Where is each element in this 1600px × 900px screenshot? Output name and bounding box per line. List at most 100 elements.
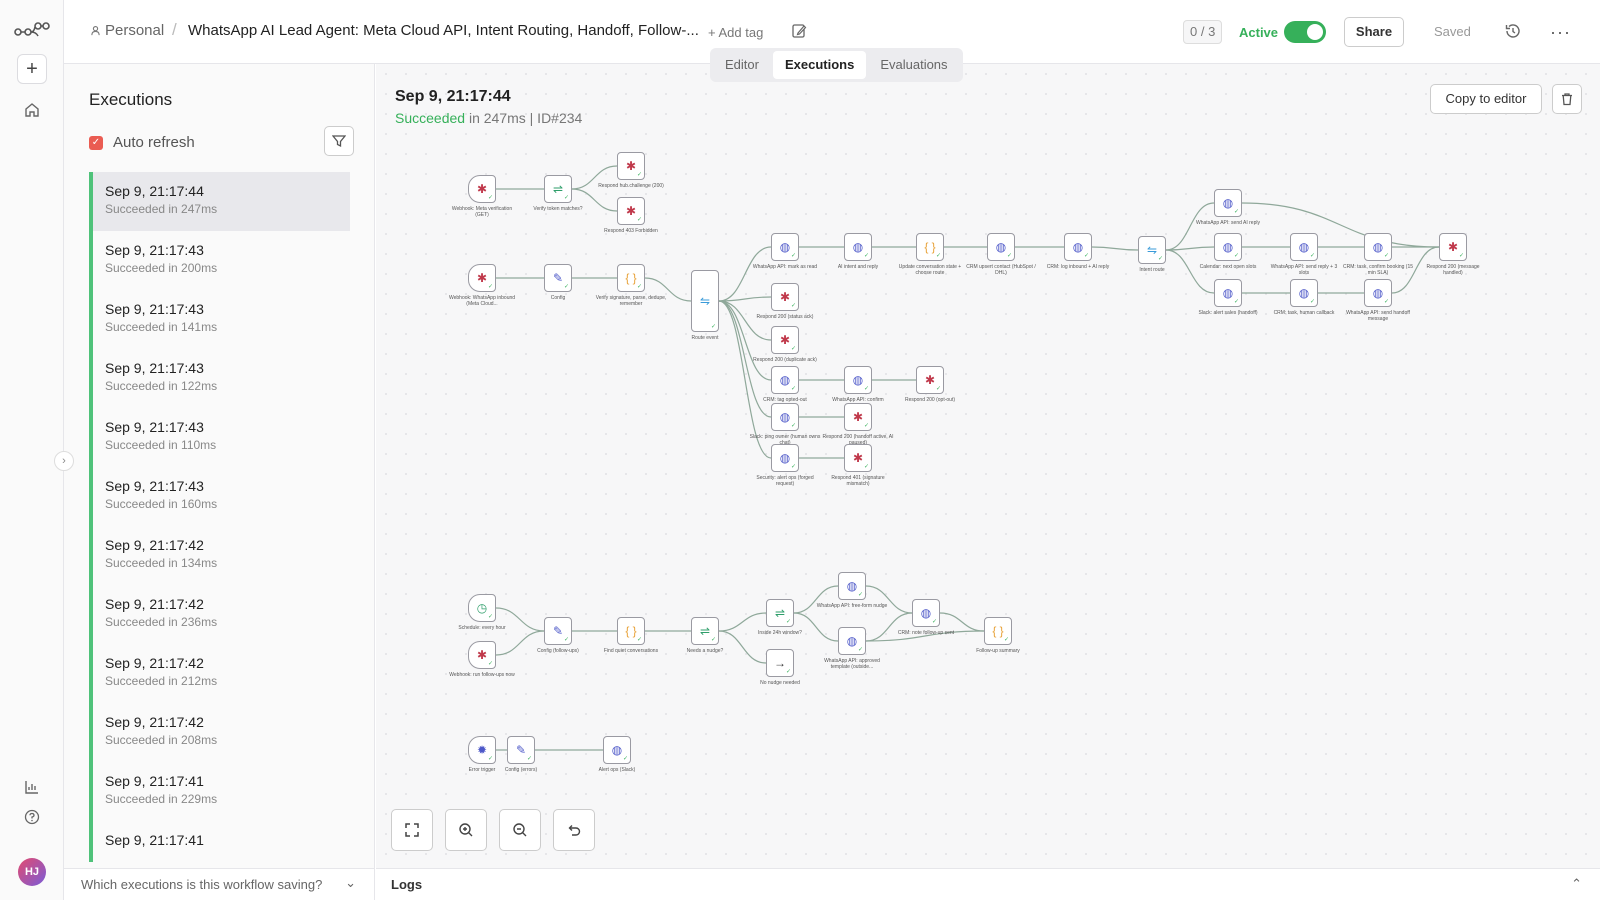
globe-icon: ◍ xyxy=(779,410,791,424)
collapse-panel-button[interactable]: › xyxy=(54,451,74,471)
workflow-node[interactable]: ✱✓ xyxy=(771,283,799,311)
filter-button[interactable] xyxy=(324,126,354,156)
workflow-node[interactable]: ◍✓ xyxy=(1364,233,1392,261)
saving-settings-question[interactable]: Which executions is this workflow saving… xyxy=(64,868,375,900)
workflow-node[interactable]: ✹✓ xyxy=(468,736,496,764)
more-options-icon[interactable]: ··· xyxy=(1550,22,1571,42)
home-icon[interactable] xyxy=(20,98,44,122)
success-check-icon: ✓ xyxy=(1006,253,1012,259)
workflow-node[interactable]: ⇌✓ xyxy=(691,617,719,645)
workflow-node[interactable]: ⇋✓ xyxy=(691,270,719,332)
workflow-node[interactable]: ✱✓ xyxy=(844,444,872,472)
success-check-icon: ✓ xyxy=(935,386,941,392)
workflow-node[interactable]: ◍✓ xyxy=(1214,279,1242,307)
workflow-connection xyxy=(718,300,772,341)
zoom-in-button[interactable] xyxy=(445,809,487,851)
workflow-node[interactable]: →✓ xyxy=(766,649,794,677)
workflow-node-label: WhatsApp API: send handoff message xyxy=(1346,310,1410,322)
workflow-node-label: Security: alert ops (forged request) xyxy=(756,475,814,487)
workflow-node[interactable]: ◍✓ xyxy=(987,233,1015,261)
workflow-node-label: Needs a nudge? xyxy=(686,648,724,654)
workflow-node[interactable]: ◍✓ xyxy=(1214,233,1242,261)
workflow-node[interactable]: ✱✓ xyxy=(771,326,799,354)
edit-description-icon[interactable] xyxy=(790,22,808,40)
execution-list-item[interactable]: Sep 9, 21:17:41 xyxy=(89,821,350,862)
workflow-node-label: Respond 401 (signature mismatch) xyxy=(831,475,885,487)
workflow-node[interactable]: ✱✓ xyxy=(617,197,645,225)
workflow-node[interactable]: { }✓ xyxy=(916,233,944,261)
workflow-node[interactable]: ◍✓ xyxy=(838,572,866,600)
workflow-node[interactable]: ⇌✓ xyxy=(766,599,794,627)
workflow-node[interactable]: ◷✓ xyxy=(468,594,496,622)
tab-evaluations[interactable]: Evaluations xyxy=(880,57,948,72)
workflow-node[interactable]: ◍✓ xyxy=(1364,279,1392,307)
workflow-node[interactable]: { }✓ xyxy=(984,617,1012,645)
reset-zoom-button[interactable] xyxy=(553,809,595,851)
workflow-node[interactable]: ✎✓ xyxy=(544,617,572,645)
auto-refresh-toggle[interactable]: ✓ Auto refresh xyxy=(89,134,195,151)
insights-icon[interactable] xyxy=(20,775,44,799)
workflow-node[interactable]: ◍✓ xyxy=(1064,233,1092,261)
workflow-canvas[interactable]: ✱✓Webhook: Meta verification (GET)⇌✓Veri… xyxy=(376,64,1600,868)
success-check-icon: ✓ xyxy=(1003,637,1009,643)
copy-to-editor-button[interactable]: Copy to editor xyxy=(1430,84,1542,114)
workflow-node[interactable]: ✱✓ xyxy=(468,175,496,203)
workflow-node[interactable]: ✱✓ xyxy=(468,641,496,669)
tab-editor[interactable]: Editor xyxy=(725,57,759,72)
share-button[interactable]: Share xyxy=(1344,17,1404,47)
workflow-node[interactable]: ◍✓ xyxy=(771,403,799,431)
workflow-node[interactable]: ✱✓ xyxy=(916,366,944,394)
workflow-node[interactable]: { }✓ xyxy=(617,264,645,292)
user-avatar[interactable]: HJ xyxy=(18,858,46,886)
workflow-node-label: Config xyxy=(550,295,566,301)
workflow-node[interactable]: ◍✓ xyxy=(1214,189,1242,217)
workflow-node[interactable]: ◍✓ xyxy=(844,233,872,261)
workflow-node[interactable]: ✱✓ xyxy=(844,403,872,431)
success-check-icon: ✓ xyxy=(790,253,796,259)
add-tag-button[interactable]: + Add tag xyxy=(708,25,764,40)
active-toggle[interactable] xyxy=(1284,21,1326,43)
help-icon[interactable] xyxy=(20,805,44,829)
workflow-node[interactable]: ◍✓ xyxy=(771,366,799,394)
workflow-node[interactable]: { }✓ xyxy=(617,617,645,645)
auto-refresh-checkbox[interactable]: ✓ xyxy=(89,135,103,150)
workflow-node[interactable]: ◍✓ xyxy=(771,444,799,472)
workflow-node[interactable]: ◍✓ xyxy=(1290,233,1318,261)
workflow-node[interactable]: ✎✓ xyxy=(507,736,535,764)
workflow-node[interactable]: ⇋✓ xyxy=(1138,236,1166,264)
fit-view-button[interactable] xyxy=(391,809,433,851)
workflow-connection xyxy=(718,300,772,418)
delete-execution-button[interactable] xyxy=(1552,84,1582,114)
workflow-node[interactable]: ✱✓ xyxy=(617,152,645,180)
workflow-node[interactable]: ◍✓ xyxy=(912,599,940,627)
tab-executions[interactable]: Executions xyxy=(772,51,867,79)
workflow-node[interactable]: ✎✓ xyxy=(544,264,572,292)
create-button[interactable]: + xyxy=(17,54,47,84)
zoom-out-button[interactable] xyxy=(499,809,541,851)
workflow-node[interactable]: ⇌✓ xyxy=(544,175,572,203)
workflow-node[interactable]: ◍✓ xyxy=(838,627,866,655)
workflow-node[interactable]: ◍✓ xyxy=(771,233,799,261)
workflow-node[interactable]: ◍✓ xyxy=(603,736,631,764)
workflow-title[interactable]: WhatsApp AI Lead Agent: Meta Cloud API, … xyxy=(188,22,698,39)
logs-bar[interactable]: Logs ⌃ xyxy=(376,868,1600,900)
workflow-node[interactable]: ◍✓ xyxy=(844,366,872,394)
n8n-logo-icon[interactable] xyxy=(14,18,50,42)
workflow-node[interactable]: ◍✓ xyxy=(1290,279,1318,307)
workflow-node[interactable]: ✱✓ xyxy=(1439,233,1467,261)
breadcrumb-project[interactable]: Personal xyxy=(90,22,164,39)
workflow-node[interactable]: ✱✓ xyxy=(468,264,496,292)
history-icon[interactable] xyxy=(1504,22,1522,40)
